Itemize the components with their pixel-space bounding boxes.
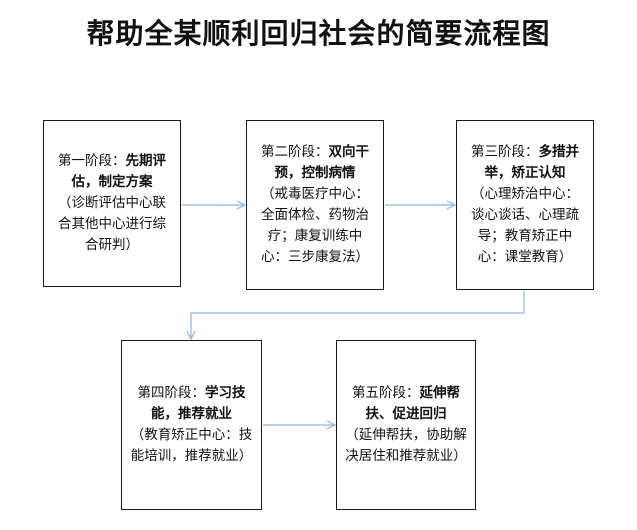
stage-box-2: 第二阶段：双向干预，控制病情 （戒毒医疗中心：全面体检、药物治疗；康复训练中心：…	[246, 120, 384, 290]
stage-detail-5: （延伸帮扶，协助解决居住和推荐就业）	[345, 427, 467, 464]
stage-detail-4: （教育矫正中心：技能培训，推荐就业）	[130, 427, 253, 464]
stage-label-4: 第四阶段：	[137, 385, 206, 401]
stage-heading-1: 第一阶段：先期评估，制定方案	[52, 151, 172, 193]
arrow-3-to-4	[191, 291, 525, 338]
stage-heading-4: 第四阶段：学习技能，推荐就业	[130, 383, 253, 425]
stage-label-1: 第一阶段：	[58, 153, 126, 169]
stage-box-1: 第一阶段：先期评估，制定方案 （诊断评估中心联合其他中心进行综合研判）	[43, 120, 181, 287]
stage-box-4: 第四阶段：学习技能，推荐就业 （教育矫正中心：技能培训，推荐就业）	[121, 340, 262, 510]
diagram-title: 帮助全某顺利回归社会的简要流程图	[86, 17, 551, 50]
stage-detail-2: （戒毒医疗中心：全面体检、药物治疗；康复训练中心：三步康复法）	[261, 186, 369, 265]
stage-detail-3: （心理矫治中心：谈心谈话、心理疏导；教育矫正中心：课堂教育）	[471, 186, 579, 265]
stage-name-1: 先期评估，制定方案	[71, 153, 167, 190]
stage-label-2: 第二阶段：	[261, 144, 329, 160]
stage-box-3: 第三阶段：多措并举，矫正认知 （心理矫治中心：谈心谈话、心理疏导；教育矫正中心：…	[456, 120, 594, 290]
stage-label-3: 第三阶段：	[471, 144, 539, 160]
stage-heading-2: 第二阶段：双向干预，控制病情	[255, 142, 375, 184]
stage-box-5: 第五阶段：延伸帮扶、促进回归 （延伸帮扶，协助解决居住和推荐就业）	[336, 340, 476, 510]
stage-detail-1: （诊断评估中心联合其他中心进行综合研判）	[58, 195, 166, 253]
stage-name-3: 多措并举，矫正认知	[484, 144, 580, 181]
stage-heading-3: 第三阶段：多措并举，矫正认知	[465, 142, 585, 184]
stage-name-2: 双向干预，控制病情	[274, 144, 370, 181]
stage-heading-5: 第五阶段：延伸帮扶、促进回归	[345, 383, 467, 425]
stage-label-5: 第五阶段：	[352, 385, 420, 401]
stage-name-4: 学习技能，推荐就业	[151, 385, 246, 422]
stage-name-5: 延伸帮扶、促进回归	[365, 385, 461, 422]
